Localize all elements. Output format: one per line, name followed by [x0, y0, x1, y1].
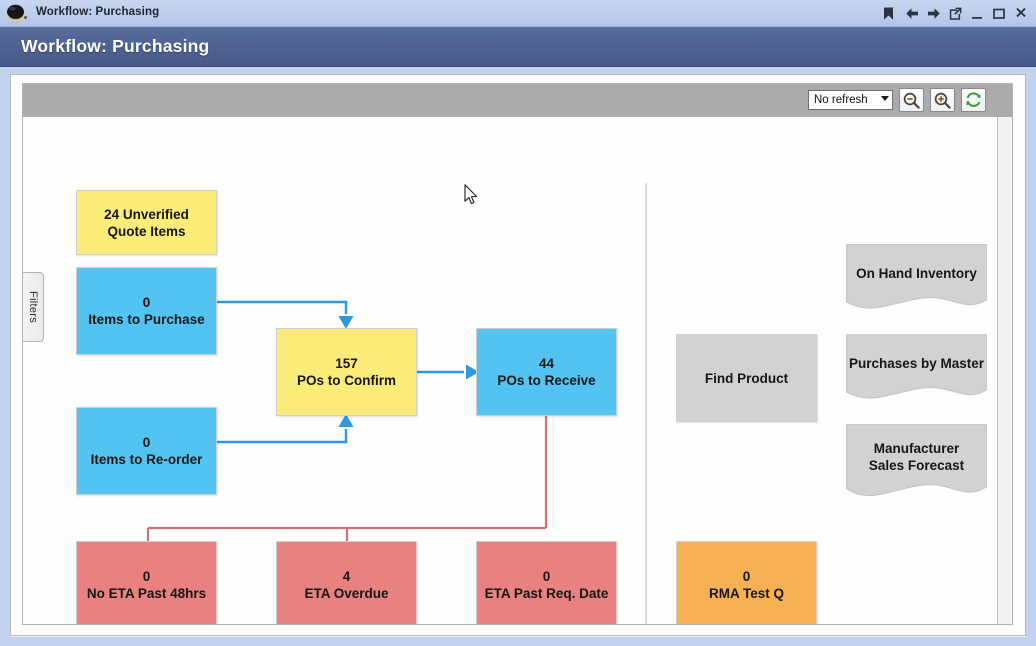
node-count: 0: [742, 569, 751, 584]
os-title-bar: Workflow: Purchasing: [0, 0, 1036, 27]
back-icon[interactable]: [905, 7, 918, 20]
app-logo-icon[interactable]: [6, 4, 28, 23]
node-label: No ETA Past 48hrs: [86, 586, 207, 601]
node-no-eta-past-48hrs[interactable]: 0 No ETA Past 48hrs: [76, 541, 217, 624]
node-count: 157: [335, 356, 358, 371]
node-count: 44: [538, 356, 555, 371]
filters-tab[interactable]: Filters: [23, 272, 44, 342]
workflow-canvas: 24 Unverified Quote Items 0 Items to Pur…: [23, 117, 1012, 624]
app-header-bar: Workflow: Purchasing: [0, 27, 1036, 67]
node-label: 24 Unverified Quote Items: [104, 206, 189, 239]
page-title: Workflow: Purchasing: [21, 36, 210, 56]
node-count: 0: [142, 569, 151, 584]
node-label: POs to Confirm: [296, 373, 396, 388]
maximize-icon[interactable]: [993, 7, 1006, 20]
column-divider: [645, 183, 647, 624]
vertical-scrollbar[interactable]: [997, 117, 1012, 624]
minimize-icon[interactable]: [971, 7, 984, 20]
node-eta-past-req-date[interactable]: 0 ETA Past Req. Date: [476, 541, 617, 624]
workflow-panel: No refresh: [22, 83, 1013, 625]
node-rma-test-q[interactable]: 0 RMA Test Q: [676, 541, 817, 624]
node-label: On Hand Inventory: [856, 265, 977, 281]
node-label: Items to Re-order: [90, 452, 203, 467]
refresh-interval-select[interactable]: No refresh: [808, 90, 893, 110]
content-frame: No refresh: [10, 74, 1026, 636]
node-pos-to-receive[interactable]: 44 POs to Receive: [476, 328, 617, 416]
node-count: 0: [542, 569, 551, 584]
node-label: POs to Receive: [497, 373, 596, 388]
node-manufacturer-sales-forecast[interactable]: Manufacturer Sales Forecast: [846, 424, 987, 502]
zoom-out-button[interactable]: [899, 88, 924, 112]
node-label: RMA Test Q: [708, 586, 784, 601]
close-icon[interactable]: [1015, 7, 1028, 20]
node-label: ETA Past Req. Date: [484, 586, 609, 601]
node-label: Manufacturer Sales Forecast: [868, 441, 965, 473]
node-find-product[interactable]: Find Product: [676, 334, 817, 422]
zoom-in-button[interactable]: [930, 88, 955, 112]
window-controls: [883, 0, 1028, 27]
node-count: 0: [142, 295, 151, 310]
node-count: 0: [142, 435, 151, 450]
refresh-button[interactable]: [961, 88, 986, 112]
document-shape-icon: [846, 334, 987, 399]
node-items-to-reorder[interactable]: 0 Items to Re-order: [76, 407, 217, 495]
node-label: ETA Overdue: [304, 586, 389, 601]
flow-diagram: 24 Unverified Quote Items 0 Items to Pur…: [23, 117, 1012, 624]
forward-icon[interactable]: [927, 7, 940, 20]
document-shape-icon: [846, 244, 987, 309]
node-purchases-by-master[interactable]: Purchases by Master: [846, 334, 987, 404]
node-unverified-quote-items[interactable]: 24 Unverified Quote Items: [76, 190, 217, 255]
node-on-hand-inventory[interactable]: On Hand Inventory: [846, 244, 987, 314]
bookmark-icon[interactable]: [883, 7, 896, 20]
document-shape-icon: [846, 424, 987, 497]
popout-icon[interactable]: [949, 7, 962, 20]
workflow-toolbar: No refresh: [23, 84, 1012, 117]
node-pos-to-confirm[interactable]: 157 POs to Confirm: [276, 328, 417, 416]
node-label: Items to Purchase: [88, 312, 205, 327]
filters-tab-label: Filters: [27, 290, 39, 324]
node-count: 4: [342, 569, 351, 584]
chevron-down-icon[interactable]: [881, 96, 889, 101]
os-title-text: Workflow: Purchasing: [36, 6, 160, 18]
node-label: Find Product: [704, 370, 789, 386]
node-eta-overdue[interactable]: 4 ETA Overdue: [276, 541, 417, 624]
node-items-to-purchase[interactable]: 0 Items to Purchase: [76, 267, 217, 355]
node-label: Purchases by Master: [848, 355, 985, 371]
